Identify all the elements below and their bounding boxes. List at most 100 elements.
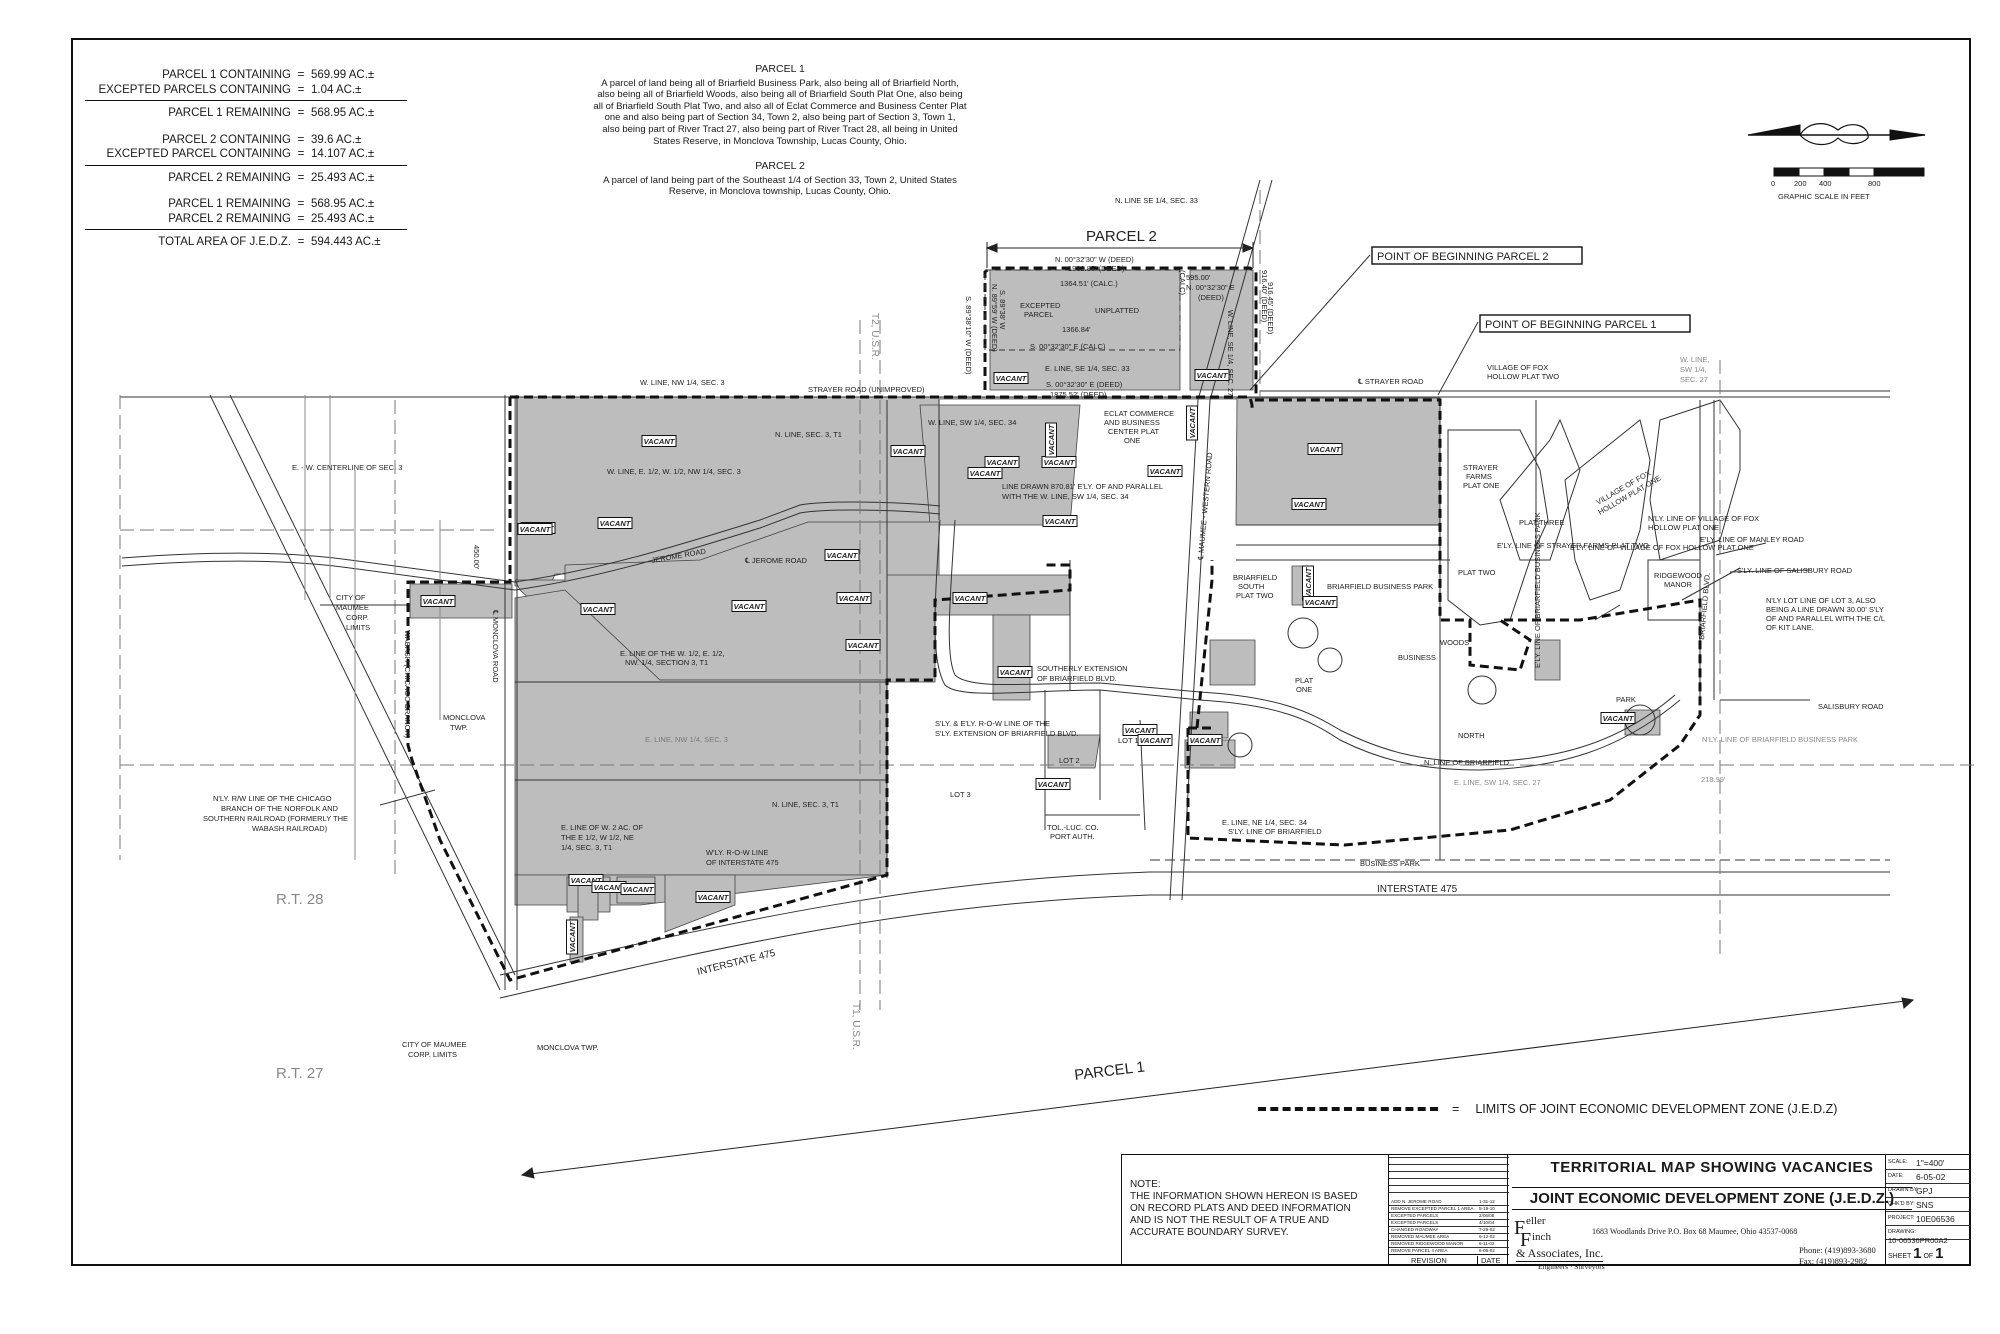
- vacant-tag: VACANT: [1147, 465, 1183, 477]
- description-line: States Reserve, in Monclova Township, Lu…: [653, 135, 907, 147]
- map-label: THE E 1/2, W 1/2, NE: [561, 833, 634, 842]
- area-summary: PARCEL 1 CONTAINING=569.99 AC.± EXCEPTED…: [85, 68, 407, 250]
- map-label: SOUTHERLY EXTENSION: [1037, 664, 1128, 673]
- map-label: OF KIT LANE.: [1766, 623, 1814, 632]
- map-label: SEC. 27: [1680, 375, 1708, 384]
- vacant-tag-box: [967, 467, 1003, 479]
- drawing-subtitle: JOINT ECONOMIC DEVELOPMENT ZONE (J.E.D.Z…: [1512, 1187, 1912, 1210]
- map-label: PORT AUTH.: [1050, 832, 1095, 841]
- vacant-tag: VACANT: [993, 372, 1029, 384]
- excepted-parcel-outline: [984, 269, 1181, 351]
- sheet-of: OF: [1923, 1253, 1934, 1260]
- firm-eller: eller: [1526, 1215, 1546, 1227]
- map-label: LOT 2: [1059, 756, 1080, 765]
- map-label: BEING A LINE DRAWN 30.00' S'LY: [1766, 605, 1884, 614]
- map-label: MAUMEE: [336, 603, 369, 612]
- map-label: MONCLOVA: [443, 713, 485, 722]
- vacant-tag-text: VACANT: [583, 605, 615, 614]
- vacant-tag-text: VACANT: [1044, 458, 1076, 467]
- firm-associates: & Associates, Inc.: [1516, 1246, 1604, 1262]
- vacant-tag: VACANT: [1122, 724, 1158, 736]
- vacant-tag-box: [824, 549, 860, 561]
- parcel1-heading: PARCEL 1: [755, 63, 805, 75]
- map-label: W. LINE, E. 1/2, W. 1/2, NW 1/4, SEC. 3: [607, 467, 741, 476]
- vacant-tags: VACANT VACANT VACANT VACANT VACANT VACANT VACA…: [420, 369, 1636, 955]
- vacant-tag-text: VACANT: [1150, 467, 1182, 476]
- map-label: (CALC): [1178, 270, 1187, 296]
- map-label: E. LINE, NW 1/4, SEC. 3: [645, 735, 728, 744]
- map-label: N. 00°32'30" W (DEED): [1055, 255, 1134, 264]
- vacant-tag: VACANT: [517, 523, 553, 535]
- vacant-tag-box: [1302, 596, 1338, 608]
- vacant-tag: VACANT: [984, 456, 1020, 468]
- vacant-tag-box: [1291, 498, 1327, 510]
- sheet-num: 1: [1913, 1245, 1922, 1262]
- scale-caption: GRAPHIC SCALE IN FEET: [1778, 192, 1870, 201]
- map-label: ECLAT COMMERCE: [1104, 409, 1174, 418]
- map-label: W. LINE, SW 1/4, SEC. 34: [928, 418, 1016, 427]
- legend-text: LIMITS OF JOINT ECONOMIC DEVELOPMENT ZON…: [1475, 1102, 1838, 1116]
- vacant-tag: VACANT: [1186, 405, 1198, 441]
- map-label: 595.00': [1186, 273, 1211, 282]
- vacant-tag-text: VACANT: [1045, 517, 1077, 526]
- vacant-tag-text: VACANT: [996, 374, 1028, 383]
- vacant-tag-box: [1137, 734, 1173, 746]
- info-value: SNS: [1916, 1200, 1934, 1210]
- vacant-tag-text: VACANT: [1188, 406, 1197, 438]
- map-label: VILLAGE OF FOX: [1487, 363, 1548, 372]
- scale-tick: 0: [1771, 179, 1775, 188]
- vacant-tag: VACANT: [845, 639, 881, 651]
- revision-desc: REMOVE EXCEPTED PARCEL 1 AREA: [1391, 1206, 1474, 1211]
- vacant-tag-text: VACANT: [698, 893, 730, 902]
- map-label: 1364.51' (CALC.): [1060, 279, 1118, 288]
- map-label: TOL.-LUC. CO.: [1047, 823, 1099, 832]
- vacant-tag-box: [1307, 443, 1343, 455]
- map-label: 1/4, SEC. 3, T1: [561, 843, 612, 852]
- vacant-tag-text: VACANT: [893, 447, 925, 456]
- vacant-tag-box: [568, 874, 604, 886]
- parcel1-dimension: [520, 997, 1915, 1179]
- i475-label-east: INTERSTATE 475: [1377, 884, 1458, 895]
- map-label: PLAT TWO: [1458, 568, 1496, 577]
- map-label: BRANCH OF THE NORFOLK AND: [221, 804, 339, 813]
- map-label: E'LY. LINE OF BRIARFIELD BUSINESS PARK: [1533, 512, 1542, 668]
- map-label: N'LY. LINE OF BRIARFIELD BUSINESS PARK: [1702, 735, 1858, 744]
- info-value: 10E06536: [1916, 1214, 1955, 1224]
- description-line: Reserve, in Monclova township, Lucas Cou…: [668, 186, 892, 198]
- summary-value: 14.107 AC.±: [311, 148, 375, 160]
- revision-date: 2/06/08: [1479, 1213, 1495, 1218]
- map-label: N'LY. R/W LINE OF THE CHICAGO: [213, 794, 332, 803]
- revision-desc: CHANGED ROADWAY: [1391, 1227, 1439, 1232]
- map-label: NW. 1/4, SECTION 3, T1: [625, 658, 708, 667]
- map-label: ℄ MONCLOVA ROAD: [491, 610, 500, 683]
- firm-inch: inch: [1532, 1231, 1551, 1243]
- scale-tick: 800: [1868, 179, 1881, 188]
- map-label: LIMITS: [346, 623, 370, 632]
- map-label: S'LY. EXTENSION OF BRIARFIELD BLVD.: [935, 729, 1079, 738]
- firm-fax: Fax: (419)893-2982: [1799, 1256, 1868, 1266]
- map-label: BRIARFIELD: [1233, 573, 1278, 582]
- info-key: DRAWN BY:: [1888, 1187, 1919, 1193]
- vacant-tag-box: [566, 919, 578, 955]
- map-label: PLAT: [1295, 676, 1314, 685]
- summary-label: PARCEL 2 REMAINING: [168, 212, 291, 225]
- info-value: 1"=400': [1916, 1158, 1945, 1168]
- vacant-tag-box: [731, 600, 767, 612]
- summary-label: PARCEL 1 REMAINING: [168, 107, 291, 119]
- vacant-tag-text: VACANT: [1603, 714, 1635, 723]
- vacant-tag-text: VACANT: [423, 597, 455, 606]
- info-value: 6-05-02: [1916, 1172, 1946, 1182]
- firm-address: 1683 Woodlands Drive P.O. Box 68 Maumee,…: [1592, 1227, 1798, 1236]
- summary-value: 39.6 AC.±: [311, 133, 362, 146]
- vacant-tag-text: VACANT: [827, 551, 859, 560]
- vacant-tag: VACANT: [1302, 565, 1314, 601]
- vacant-tag-box: [641, 435, 677, 447]
- summary-value: 568.95 AC.±: [311, 107, 375, 119]
- vacant-tag-text: VACANT: [1197, 371, 1229, 380]
- map-label: 218.99': [1701, 775, 1726, 784]
- map-label: E. - W. CENTERLINE OF SEC. 3: [292, 463, 402, 472]
- map-label: 916.45' (DEED): [1266, 282, 1275, 335]
- map-label: PLAT ONE: [1463, 481, 1499, 490]
- map-label: ONE: [1296, 685, 1312, 694]
- map-label: N'LY LOT LINE OF LOT 3, ALSO: [1766, 596, 1876, 605]
